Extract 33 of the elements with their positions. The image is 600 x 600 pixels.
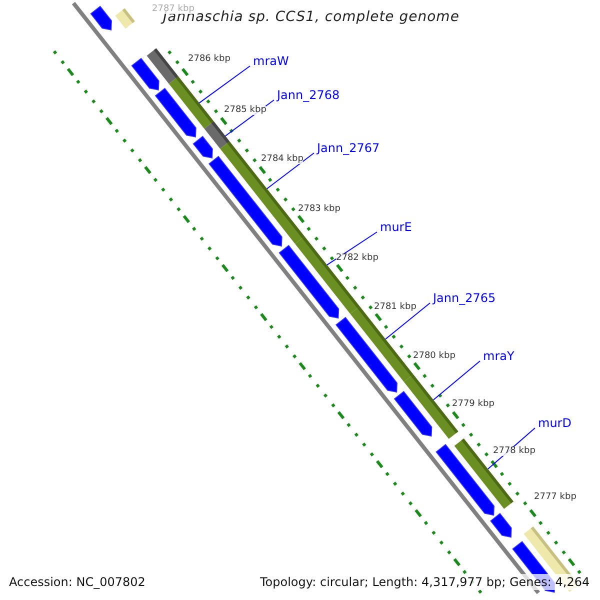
scale-label: 2779 kbp <box>452 400 494 409</box>
scale-label: 2785 kbp <box>224 106 266 115</box>
gene-block <box>394 390 432 437</box>
scale-label: 2777 kbp <box>534 493 576 502</box>
scale-label: 2786 kbp <box>188 55 230 64</box>
gene-block <box>90 6 112 30</box>
scale-label: 2781 kbp <box>374 303 416 312</box>
leader-line <box>385 302 430 340</box>
leader-line <box>326 232 378 266</box>
gene-label: Jann_2767 <box>317 142 380 154</box>
gene-label: Jann_2768 <box>277 89 340 101</box>
gene-block <box>154 88 196 138</box>
gene-block <box>192 136 213 159</box>
gene-label: mraW <box>253 55 289 67</box>
gene-block <box>131 58 160 91</box>
leader-line <box>432 360 480 400</box>
gene-label: Jann_2765 <box>433 292 496 304</box>
scale-label: 2780 kbp <box>413 352 456 361</box>
accession-text: Accession: NC_007802 <box>9 574 146 590</box>
gene-label: murD <box>538 417 572 429</box>
scale-label: 2782 kbp <box>336 254 378 263</box>
gene-label: mraY <box>483 350 514 362</box>
scale-label: 2783 kbp <box>298 205 340 214</box>
gene-block <box>208 156 282 247</box>
gene-block <box>335 316 398 393</box>
scale-label: 2778 kbp <box>493 447 536 456</box>
scale-label: 2784 kbp <box>261 155 304 164</box>
gene-label: murE <box>380 221 412 233</box>
leader-line <box>198 66 250 104</box>
gene-block <box>490 512 512 538</box>
leader-line <box>266 152 314 190</box>
genome-summary-text: Topology: circular; Length: 4,317,977 bp; Genes: 4,264 <box>260 574 590 590</box>
gene-block <box>436 444 494 516</box>
